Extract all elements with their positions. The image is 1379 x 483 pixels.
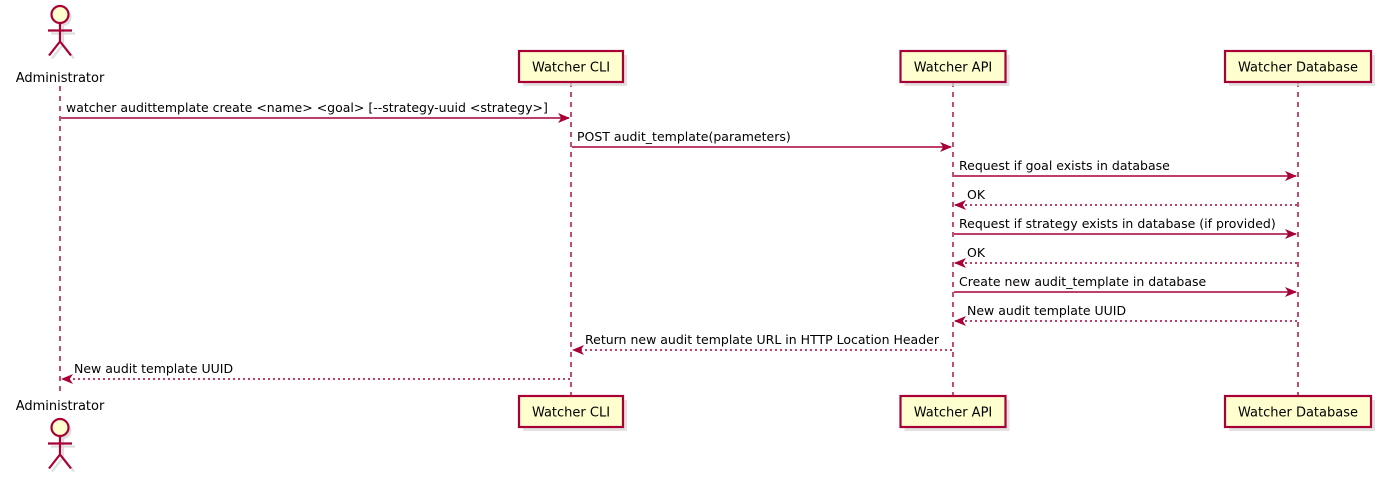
message-label: POST audit_template(parameters) (577, 129, 791, 144)
actor-figure-administrator[interactable]: Administrator (16, 4, 105, 86)
participant-box-rect (1223, 49, 1373, 84)
message-label: Return new audit template URL in HTTP Lo… (585, 332, 940, 347)
actor-leg-left (48, 453, 61, 470)
actor-leg-left (48, 40, 61, 57)
participant-box-rect (899, 49, 1007, 84)
message-label: New audit template UUID (967, 303, 1126, 318)
message-label: OK (967, 187, 986, 202)
actor-figure-administrator[interactable]: Administrator (16, 399, 105, 473)
message-4-watcher-api-to-watcher-database[interactable]: Request if strategy exists in database (… (954, 216, 1297, 239)
message-label: Request if goal exists in database (959, 158, 1170, 173)
message-5-watcher-database-to-watcher-api[interactable]: OK (954, 245, 1297, 268)
participant-box-watcher-database[interactable]: Watcher Database (1223, 394, 1375, 431)
participant-label-watcher-cli: Watcher CLI (532, 406, 610, 421)
actor-head-icon (50, 417, 70, 438)
lifelines-layer (59, 82, 1299, 396)
message-3-watcher-database-to-watcher-api[interactable]: OK (954, 187, 1297, 210)
actor-leg-right (59, 40, 72, 57)
participant-boxes-layer: Watcher CLI Watcher CLI Watcher API Watcher… (517, 49, 1375, 431)
participant-label-watcher-api: Watcher API (914, 61, 993, 76)
message-label: New audit template UUID (74, 361, 233, 376)
participant-label-watcher-database: Watcher Database (1238, 61, 1358, 76)
participant-box-watcher-api[interactable]: Watcher API (899, 394, 1010, 431)
actor-label-administrator: Administrator (16, 71, 105, 86)
message-label: watcher audittemplate create <name> <goa… (66, 100, 548, 115)
message-1-watcher-cli-to-watcher-api[interactable]: POST audit_template(parameters) (572, 129, 952, 152)
participant-box-watcher-cli[interactable]: Watcher CLI (517, 49, 627, 86)
participant-box-watcher-cli[interactable]: Watcher CLI (517, 394, 627, 431)
message-2-watcher-api-to-watcher-database[interactable]: Request if goal exists in database (954, 158, 1297, 181)
actor-leg-right (59, 453, 72, 470)
message-label: Create new audit_template in database (959, 274, 1206, 289)
message-label: Request if strategy exists in database (… (959, 216, 1276, 231)
message-8-watcher-api-to-watcher-cli[interactable]: Return new audit template URL in HTTP Lo… (572, 332, 952, 355)
message-9-watcher-cli-to-administrator[interactable]: New audit template UUID (61, 361, 570, 384)
message-6-watcher-api-to-watcher-database[interactable]: Create new audit_template in database (954, 274, 1297, 297)
messages-layer: watcher audittemplate create <name> <goa… (61, 100, 1297, 384)
participant-box-rect (899, 394, 1007, 429)
participant-box-watcher-api[interactable]: Watcher API (899, 49, 1010, 86)
participant-label-watcher-database: Watcher Database (1238, 406, 1358, 421)
participant-box-rect (517, 49, 625, 84)
message-0-administrator-to-watcher-cli[interactable]: watcher audittemplate create <name> <goa… (61, 100, 570, 123)
participant-label-watcher-api: Watcher API (914, 406, 993, 421)
participant-box-watcher-database[interactable]: Watcher Database (1223, 49, 1375, 86)
actor-label-administrator: Administrator (16, 399, 105, 414)
participant-box-rect (517, 394, 625, 429)
message-7-watcher-database-to-watcher-api[interactable]: New audit template UUID (954, 303, 1297, 326)
actor-head-icon (50, 4, 70, 25)
message-label: OK (967, 245, 986, 260)
participant-label-watcher-cli: Watcher CLI (532, 61, 610, 76)
participant-box-rect (1223, 394, 1373, 429)
